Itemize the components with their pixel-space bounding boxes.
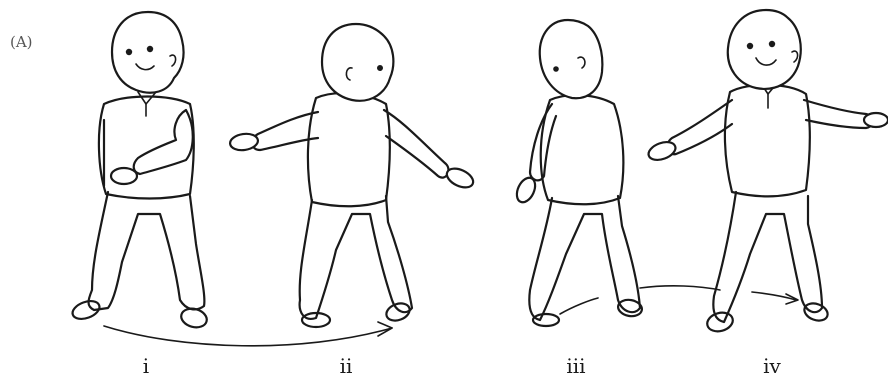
- stage-label-ii: ii: [340, 354, 353, 378]
- figure-iii: [513, 20, 643, 326]
- arrows: [104, 286, 798, 346]
- stage-label-iii: iii: [566, 354, 585, 378]
- right-foot-i: [179, 306, 209, 330]
- arrow-iii-to-iv: [640, 286, 720, 290]
- figure-ii: [229, 24, 476, 327]
- arrow-head-i-ii: [378, 322, 392, 336]
- arrow-i-to-ii: [104, 326, 392, 346]
- stage-label-i: i: [143, 354, 149, 378]
- left-hand-iv: [646, 139, 678, 164]
- arrow-iii-step: [560, 298, 598, 314]
- figure-i: [70, 12, 209, 330]
- panel-label: (A): [10, 33, 33, 51]
- right-hand-iv: [864, 113, 888, 127]
- stage-label-iv: iv: [763, 354, 781, 378]
- left-foot-iv: [705, 310, 735, 334]
- hand-i: [111, 168, 137, 184]
